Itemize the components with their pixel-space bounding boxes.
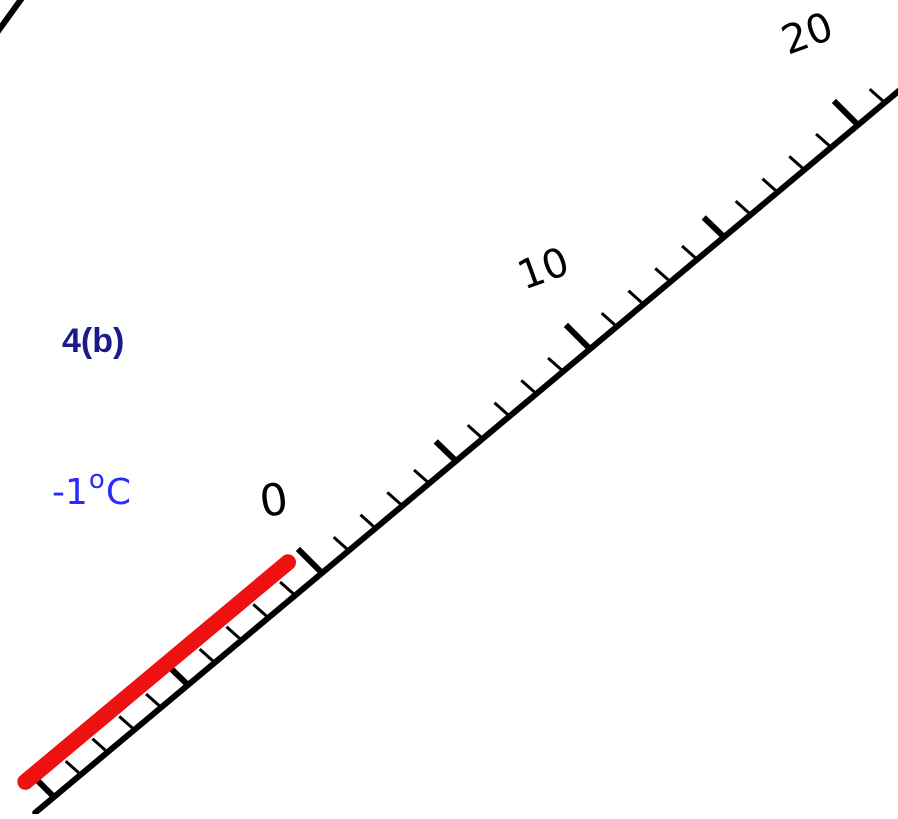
minor-tick (198, 648, 216, 664)
medium-tick (433, 439, 459, 464)
minor-tick (279, 580, 297, 597)
minor-tick (493, 401, 511, 418)
minor-tick (520, 379, 538, 395)
degree-symbol: o (88, 465, 105, 495)
minor-tick (681, 244, 699, 261)
minor-tick (332, 536, 350, 552)
minor-tick (788, 155, 806, 171)
scale-fragment-top-left (0, 0, 25, 34)
minor-tick (386, 491, 404, 507)
minor-tick (734, 200, 752, 216)
minor-tick (868, 88, 886, 104)
minor-tick (413, 468, 431, 485)
minor-tick (359, 513, 377, 530)
minor-tick (64, 760, 82, 776)
temperature-label: -1oC (52, 465, 131, 513)
temperature-value: -1 (52, 472, 88, 513)
minor-tick (118, 715, 136, 731)
medium-tick (701, 215, 727, 240)
minor-tick (466, 424, 484, 440)
minor-tick (654, 267, 672, 283)
major-tick-labels: 0 10 20 (256, 4, 839, 528)
minor-tick (627, 289, 645, 306)
major-tick (831, 98, 861, 128)
major-tick (295, 546, 325, 576)
tick-label-10: 10 (512, 239, 576, 300)
minor-tick (547, 356, 565, 373)
minor-tick (761, 177, 779, 194)
minor-tick (252, 603, 270, 619)
minor-tick (225, 625, 243, 642)
scale-ticks (27, 88, 886, 800)
temperature-unit: C (105, 472, 131, 513)
part-label: 4(b) (62, 322, 125, 360)
minor-tick (600, 312, 618, 328)
minor-tick (91, 737, 109, 754)
minor-tick (145, 692, 163, 709)
tick-label-20: 20 (776, 4, 840, 65)
temperature-reading-bar (17, 554, 297, 790)
minor-tick (815, 132, 833, 149)
major-tick (563, 322, 593, 352)
tick-label-0: 0 (256, 473, 291, 527)
scale-axis-line (32, 87, 898, 816)
